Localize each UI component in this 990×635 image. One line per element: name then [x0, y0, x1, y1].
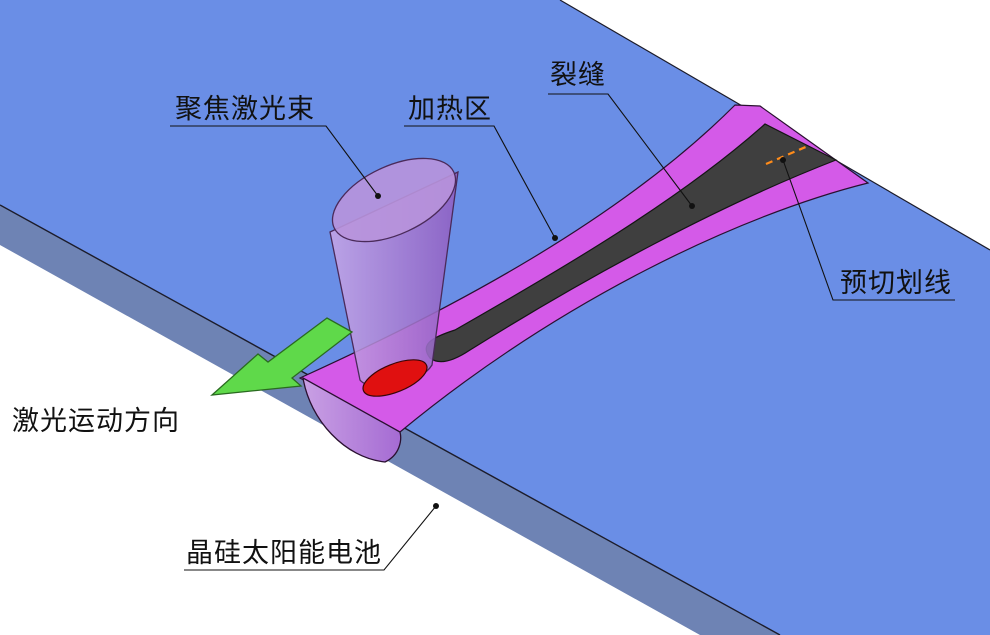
dot-solar-cell — [433, 503, 439, 509]
leader-lines — [170, 93, 955, 571]
leader-crack — [548, 93, 693, 207]
leader-pre-scribe — [782, 159, 955, 301]
laser-beam-top — [331, 157, 457, 243]
label-focused-beam: 聚焦激光束 — [175, 94, 315, 125]
dot-crack — [689, 203, 695, 209]
dot-heating-zone — [552, 235, 558, 241]
label-heating-zone: 加热区 — [408, 94, 492, 125]
crack — [425, 123, 838, 363]
label-crack: 裂缝 — [550, 60, 606, 91]
laser-direction-arrow — [210, 317, 354, 396]
pre-scribe-line — [765, 144, 809, 166]
label-pre-scribe-line: 预切划线 — [840, 268, 952, 299]
leader-focused-beam — [170, 125, 379, 197]
leader-dots — [375, 157, 786, 509]
laser-spot — [362, 359, 428, 397]
leader-heating-zone — [404, 125, 556, 239]
dot-pre-scribe — [780, 157, 786, 163]
leader-solar-cell — [184, 505, 437, 571]
dot-focused-beam — [375, 193, 381, 199]
label-solar-cell: 晶硅太阳能电池 — [186, 538, 382, 569]
cut-cross-section — [302, 376, 402, 463]
label-laser-direction: 激光运动方向 — [12, 406, 180, 437]
